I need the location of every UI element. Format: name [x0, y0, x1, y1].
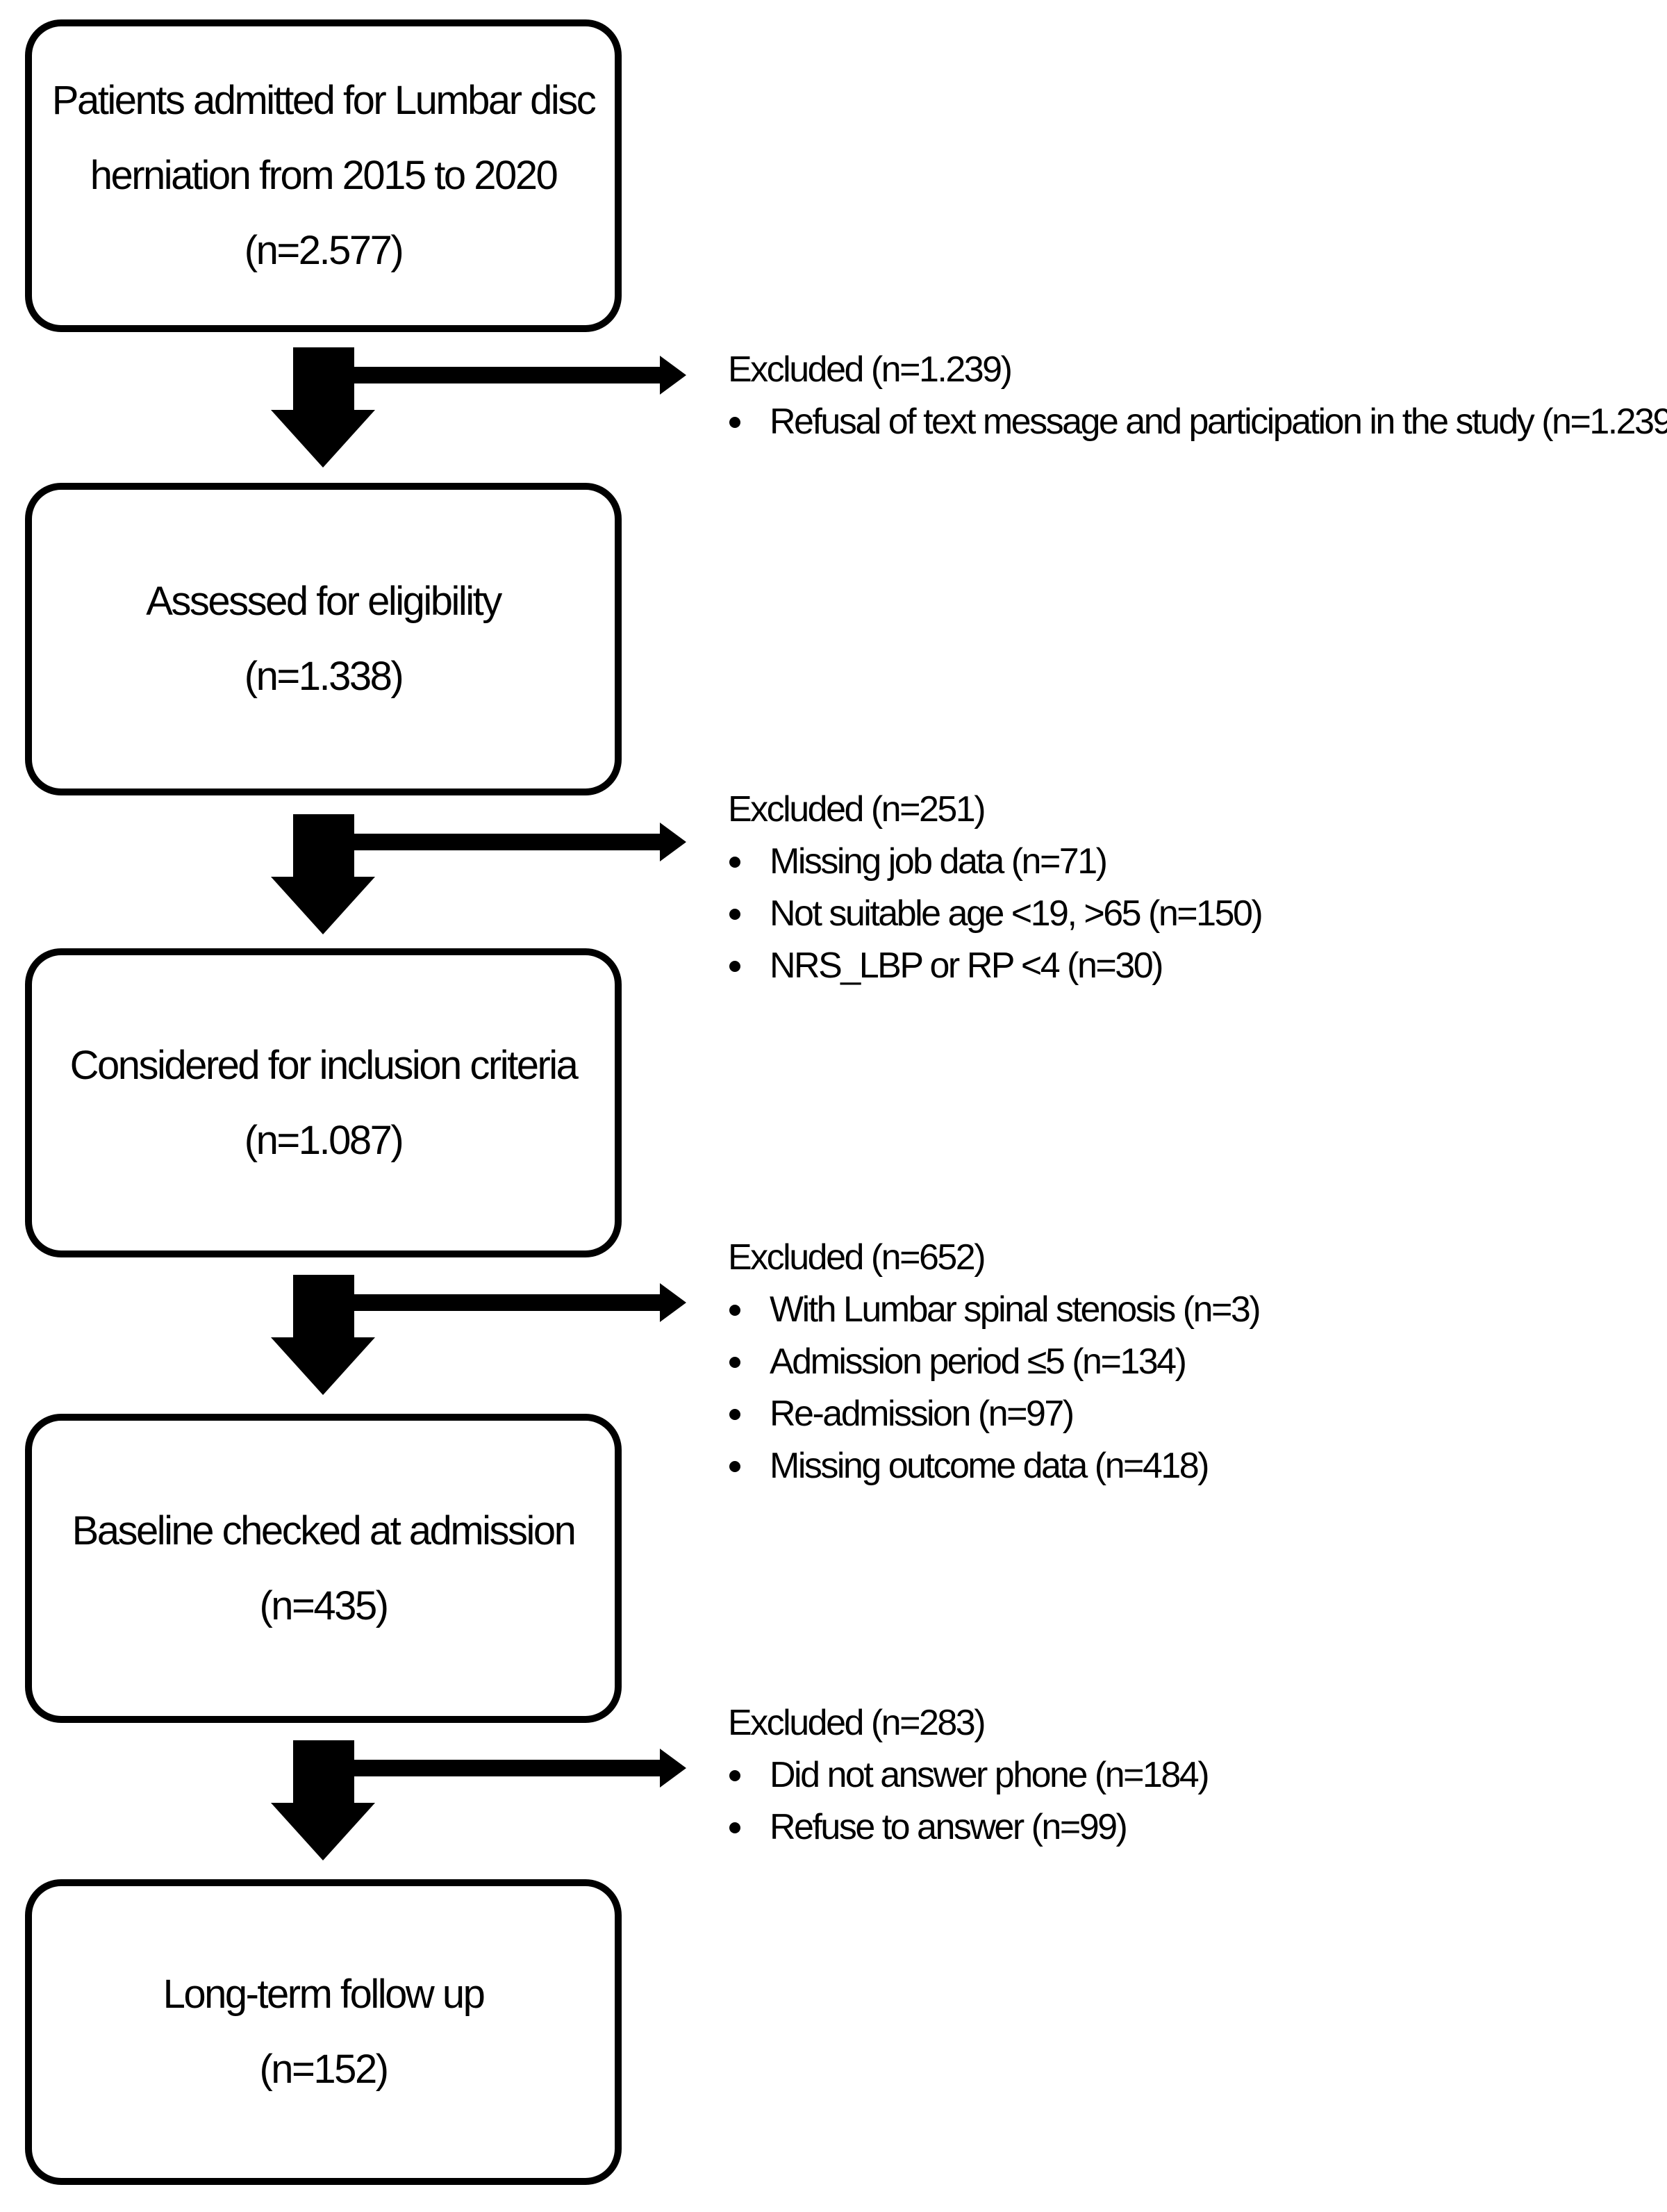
exclusion-item-text: Admission period ≤5 (n=134)	[770, 1342, 1187, 1382]
exclusion-heading: Excluded (n=1.239)	[728, 349, 1013, 390]
flow-box-inclusion: Considered for inclusion criteria (n=1.0…	[25, 948, 622, 1257]
exclusion-item: Admission period ≤5 (n=134)	[722, 1336, 1667, 1388]
bullet-icon	[729, 908, 740, 920]
connector-line	[354, 1294, 660, 1311]
exclusion-item: Refusal of text message and participatio…	[722, 396, 1667, 448]
right-arrow-icon	[660, 823, 686, 861]
connector-line	[354, 834, 660, 850]
connector-line	[354, 367, 660, 383]
box-text-line: Baseline checked at admission	[72, 1508, 577, 1553]
bullet-icon	[729, 856, 740, 868]
bullet-icon	[729, 1460, 740, 1472]
exclusion-heading: Excluded (n=652)	[728, 1237, 986, 1278]
junction-3	[271, 1275, 686, 1395]
exclusion-item: Re-admission (n=97)	[722, 1388, 1667, 1440]
exclusion-item-text: Refusal of text message and participatio…	[770, 402, 1667, 442]
exclusion-item-text: Re-admission (n=97)	[770, 1394, 1075, 1434]
exclusion-heading: Excluded (n=251)	[728, 789, 986, 830]
box-text-line: Considered for inclusion criteria	[69, 1042, 579, 1088]
bullet-icon	[729, 416, 740, 428]
right-arrow-icon	[660, 1749, 686, 1788]
bullet-icon	[729, 1356, 740, 1368]
bullet-icon	[729, 960, 740, 972]
flow-box-admitted: Patients admitted for Lumbar disc hernia…	[25, 19, 622, 332]
flow-box-followup: Long-term follow up (n=152)	[25, 1879, 622, 2185]
exclusion-note-4: Excluded (n=283) Did not answer phone (n…	[722, 1697, 1667, 1854]
down-arrow-icon	[271, 814, 375, 934]
box-text-line: Long-term follow up	[163, 1972, 486, 2017]
exclusion-item-text: NRS_LBP or RP <4 (n=30)	[770, 946, 1163, 986]
exclusion-item: With Lumbar spinal stenosis (n=3)	[722, 1284, 1667, 1336]
flow-box-baseline: Baseline checked at admission (n=435)	[25, 1414, 622, 1723]
exclusion-item: Did not answer phone (n=184)	[722, 1749, 1667, 1801]
exclusion-item-text: Missing job data (n=71)	[770, 841, 1108, 882]
bullet-icon	[729, 1822, 740, 1833]
connector-line	[354, 1760, 660, 1776]
junction-4	[271, 1740, 686, 1860]
right-arrow-icon	[660, 356, 686, 395]
junction-2	[271, 814, 686, 934]
exclusion-note-1: Excluded (n=1.239) Refusal of text messa…	[722, 344, 1667, 448]
bullet-icon	[729, 1408, 740, 1420]
box-text-line: Assessed for eligibility	[146, 579, 502, 624]
exclusion-item-text: Missing outcome data (n=418)	[770, 1446, 1209, 1486]
exclusion-item: Not suitable age <19, >65 (n=150)	[722, 888, 1667, 940]
exclusion-item-text: Refuse to answer (n=99)	[770, 1807, 1128, 1847]
box-count: (n=2.577)	[244, 228, 404, 273]
exclusion-item: Missing job data (n=71)	[722, 836, 1667, 888]
box-count: (n=1.087)	[244, 1117, 404, 1163]
box-text-line: Patients admitted for Lumbar disc	[51, 78, 597, 123]
exclusion-item: Missing outcome data (n=418)	[722, 1440, 1667, 1492]
flow-box-assessed: Assessed for eligibility (n=1.338)	[25, 483, 622, 795]
junction-1	[271, 347, 686, 468]
exclusion-item: NRS_LBP or RP <4 (n=30)	[722, 940, 1667, 992]
bullet-icon	[729, 1304, 740, 1316]
exclusion-note-2: Excluded (n=251) Missing job data (n=71)…	[722, 784, 1667, 992]
box-text-line: herniation from 2015 to 2020	[90, 153, 558, 198]
exclusion-item-text: Not suitable age <19, >65 (n=150)	[770, 893, 1263, 934]
box-count: (n=435)	[259, 1583, 389, 1628]
down-arrow-icon	[271, 347, 375, 468]
box-count: (n=152)	[259, 2047, 389, 2092]
exclusion-item-text: Did not answer phone (n=184)	[770, 1755, 1210, 1795]
down-arrow-icon	[271, 1275, 375, 1395]
exclusion-item-text: With Lumbar spinal stenosis (n=3)	[770, 1289, 1261, 1330]
down-arrow-icon	[271, 1740, 375, 1860]
right-arrow-icon	[660, 1283, 686, 1322]
exclusion-item: Refuse to answer (n=99)	[722, 1801, 1667, 1854]
exclusion-heading: Excluded (n=283)	[728, 1703, 986, 1743]
exclusion-note-3: Excluded (n=652) With Lumbar spinal sten…	[722, 1232, 1667, 1492]
box-count: (n=1.338)	[244, 654, 404, 699]
bullet-icon	[729, 1769, 740, 1781]
